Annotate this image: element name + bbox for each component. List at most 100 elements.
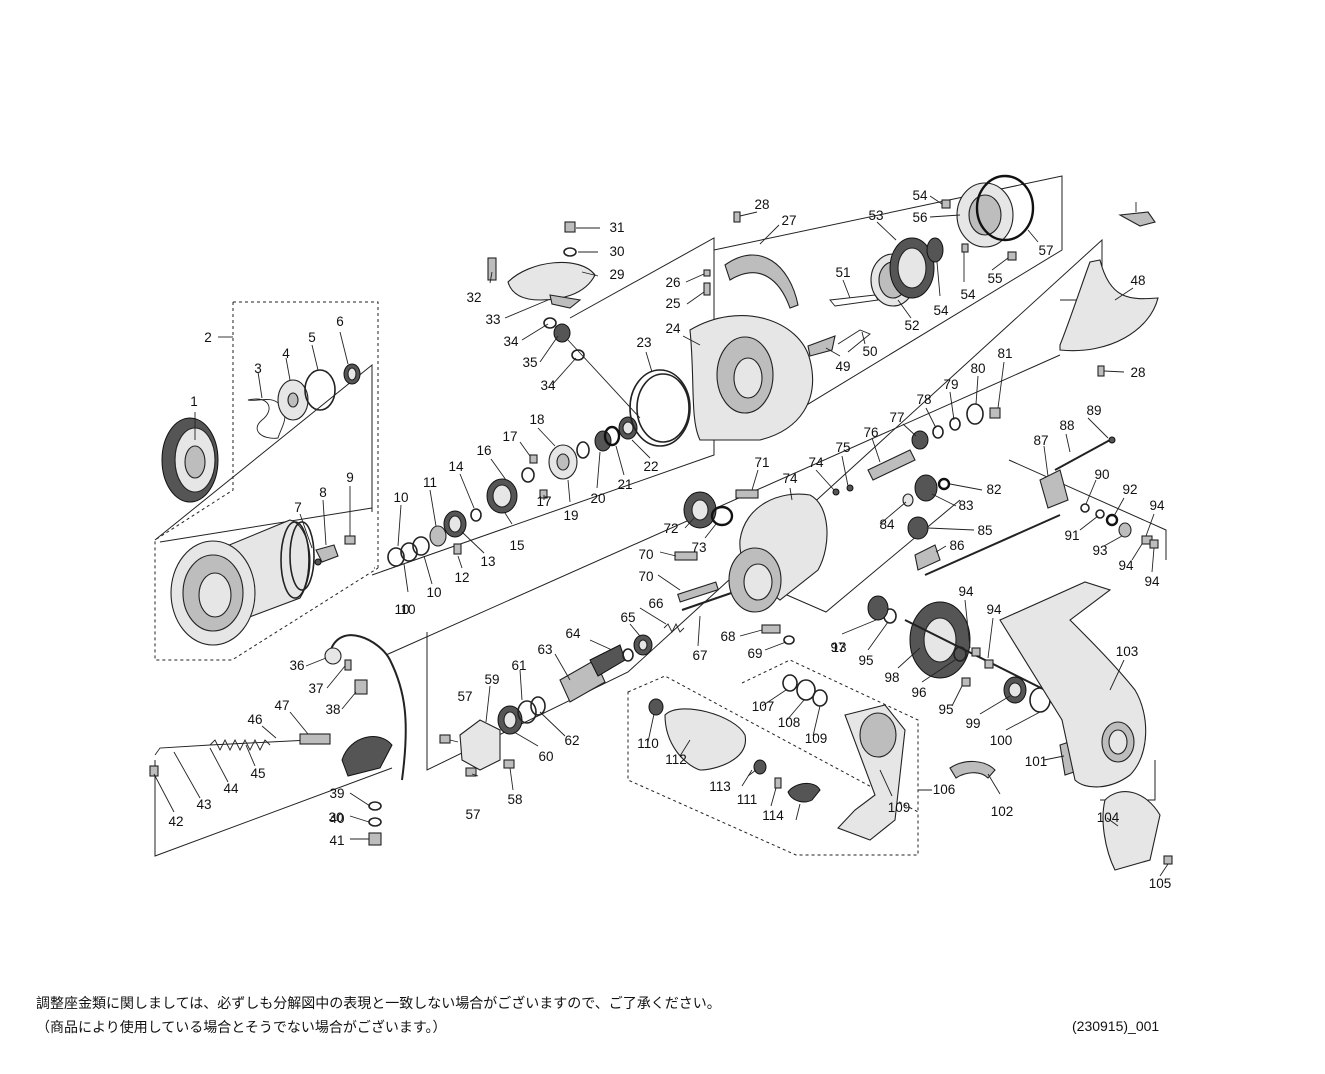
exploded-parts-diagram: 1234567891010101011121313141516171718192… <box>149 174 1173 891</box>
plate-58-part <box>459 719 501 771</box>
part-number-label: 16 <box>476 443 491 458</box>
part-number-label: 54 <box>912 188 928 203</box>
bail-wire-part <box>329 634 407 781</box>
part-number-label: 79 <box>943 377 958 392</box>
part-number-label: 67 <box>692 648 707 663</box>
part-number-label: 10 <box>426 585 441 600</box>
part-number-label: 99 <box>965 716 980 731</box>
part-number-label: 34 <box>503 334 519 349</box>
document-code: (230915)_001 <box>1072 1018 1160 1034</box>
part-number-label: 59 <box>484 672 499 687</box>
line-roller-spring-part <box>154 739 311 756</box>
part-number-label: 83 <box>958 498 973 513</box>
part-number-label: 74 <box>782 471 798 486</box>
part-number-label: 110 <box>637 736 659 751</box>
part-number-labels: 1234567891010101011121313141516171718192… <box>168 188 1171 891</box>
part-number-label: 111 <box>737 792 758 807</box>
drag-spring-part <box>247 398 286 439</box>
part-number-label: 27 <box>781 213 796 228</box>
part-number-label: 36 <box>289 658 304 673</box>
part-number-label: 81 <box>997 346 1012 361</box>
part-number-label: 74 <box>808 455 824 470</box>
part-number-label: 98 <box>884 670 899 685</box>
part-number-label: 60 <box>538 749 553 764</box>
part-number-label: 93 <box>1092 543 1107 558</box>
part-number-label: 90 <box>1094 467 1109 482</box>
group-outlines <box>154 175 1167 857</box>
part-number-label: 100 <box>990 733 1013 748</box>
part-number-label: 11 <box>423 475 437 490</box>
part-number-label: 31 <box>609 220 624 235</box>
part-number-label: 109 <box>888 800 911 815</box>
part-number-label: 26 <box>665 275 680 290</box>
part-number-label: 82 <box>986 482 1001 497</box>
part-number-label: 9 <box>346 470 354 485</box>
worm-shaft-part <box>867 449 916 481</box>
part-number-label: 88 <box>1059 418 1074 433</box>
part-number-label: 50 <box>862 344 877 359</box>
part-number-label: 95 <box>938 702 953 717</box>
part-number-label: 108 <box>778 715 801 730</box>
part-number-label: 51 <box>835 265 850 280</box>
part-number-label: 73 <box>691 540 706 555</box>
part-number-label: 84 <box>879 517 895 532</box>
part-number-label: 91 <box>1064 528 1079 543</box>
part-number-label: 66 <box>648 596 663 611</box>
part-number-label: 43 <box>196 797 211 812</box>
part-number-label: 28 <box>754 197 769 212</box>
part-shapes <box>149 174 1173 871</box>
part-number-label: 89 <box>1086 403 1101 418</box>
part-number-label: 10 <box>394 602 409 617</box>
part-number-label: 80 <box>970 361 985 376</box>
part-number-label: 18 <box>529 412 544 427</box>
part-number-label: 4 <box>282 346 290 361</box>
part-number-label: 29 <box>609 267 624 282</box>
part-number-label: 72 <box>663 521 678 536</box>
part-number-label: 22 <box>643 459 658 474</box>
part-number-label: 37 <box>308 681 323 696</box>
part-number-label: 52 <box>904 318 919 333</box>
part-number-label: 61 <box>511 658 526 673</box>
part-number-label: 70 <box>638 569 653 584</box>
part-number-label: 41 <box>329 833 344 848</box>
part-number-label: 25 <box>665 296 680 311</box>
part-number-label: 35 <box>522 355 537 370</box>
part-number-label: 13 <box>831 640 846 655</box>
clicker-part <box>315 544 339 563</box>
part-number-label: 104 <box>1097 810 1120 825</box>
note-line-1: 調整座金類に関しましては、必ずしも分解図中の表現と一致しない場合がございますので… <box>36 996 721 1012</box>
part-number-label: 64 <box>565 626 581 641</box>
pinion-gear-part <box>559 659 606 703</box>
part-number-label: 97 <box>830 640 845 655</box>
part-number-label: 57 <box>465 807 480 822</box>
part-number-label: 54 <box>933 303 949 318</box>
part-number-label: 56 <box>912 210 927 225</box>
part-number-label: 58 <box>507 792 522 807</box>
part-number-label: 30 <box>609 244 624 259</box>
leader-lines <box>153 195 1169 877</box>
part-number-label: 17 <box>536 494 551 509</box>
drag-knob-part <box>161 417 219 503</box>
part-number-label: 46 <box>247 712 262 727</box>
part-number-label: 13 <box>480 554 495 569</box>
part-number-label: 94 <box>958 584 974 599</box>
part-number-label: 12 <box>454 570 469 585</box>
part-number-label: 86 <box>949 538 964 553</box>
part-number-label: 24 <box>665 321 681 336</box>
part-number-label: 17 <box>502 429 517 444</box>
bail-trip-part <box>1059 259 1159 352</box>
part-number-label: 54 <box>960 287 976 302</box>
part-number-label: 34 <box>540 378 556 393</box>
part-number-label: 15 <box>509 538 524 553</box>
part-number-label: 107 <box>752 699 775 714</box>
part-number-label: 70 <box>638 547 653 562</box>
part-number-label: 92 <box>1122 482 1137 497</box>
part-number-label: 39 <box>329 786 344 801</box>
rotor-cover-part <box>724 254 799 309</box>
rotor-ring-part <box>629 369 691 447</box>
part-number-label: 103 <box>1116 644 1139 659</box>
part-number-label: 113 <box>709 779 731 794</box>
body-cover-part <box>1102 791 1161 871</box>
drag-washer-5-part <box>304 369 336 411</box>
part-number-label: 109 <box>805 731 828 746</box>
